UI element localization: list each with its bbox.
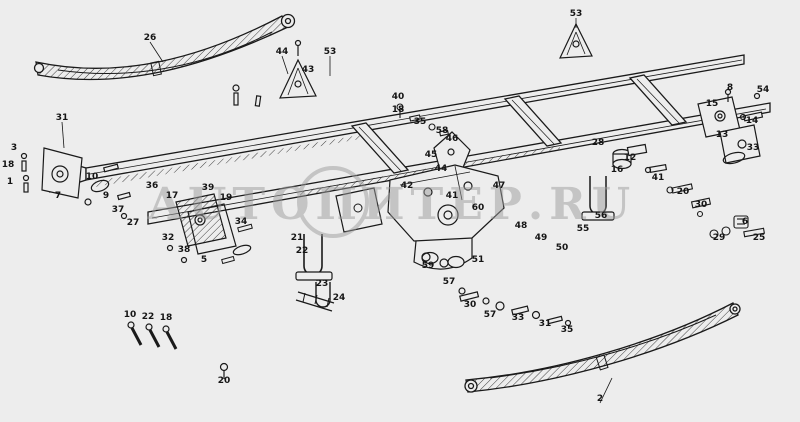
part-number: 56 [595, 211, 608, 221]
u-bolt-cluster [295, 187, 383, 312]
front-leaf-spring [33, 13, 296, 81]
part-number: 60 [472, 203, 485, 213]
part-number: 12 [624, 153, 637, 163]
part-number: 59 [422, 261, 435, 271]
rear-spring-hanger [697, 88, 764, 165]
part-number: 17 [166, 191, 179, 201]
part-number: 41 [652, 173, 665, 183]
part-number: 42 [401, 181, 414, 191]
part-number: 57 [484, 310, 497, 320]
part-number: 33 [512, 313, 525, 323]
part-number: 40 [392, 92, 405, 102]
part-number: 35 [561, 325, 574, 335]
rail-fasteners [396, 103, 449, 137]
part-number: 13 [716, 130, 729, 140]
part-number: 33 [747, 143, 760, 153]
part-number: 18 [392, 105, 405, 115]
part-number: 44 [276, 47, 289, 57]
part-number: 51 [472, 255, 485, 265]
part-number: 44 [435, 164, 448, 174]
part-number: 22 [142, 312, 155, 322]
crossmember [503, 95, 563, 147]
mounting-towers [232, 22, 593, 107]
part-number: 38 [178, 245, 191, 255]
part-number: 20 [677, 187, 690, 197]
part-number: 50 [556, 243, 569, 253]
watermark: AUTOПИТЕР.RU [147, 166, 636, 238]
part-number: 18 [160, 313, 173, 323]
part-number: 16 [611, 165, 624, 175]
part-number: 57 [443, 277, 456, 287]
callout-leader-line [599, 377, 613, 404]
part-number: 15 [706, 99, 719, 109]
part-number: 49 [535, 233, 548, 243]
part-number: 3 [11, 143, 17, 153]
part-number: 45 [425, 150, 438, 160]
part-number: 30 [695, 200, 708, 210]
part-number: 19 [220, 193, 233, 203]
callout-leader-line [61, 121, 65, 149]
part-number: 5 [201, 255, 207, 265]
part-number: 53 [324, 47, 337, 57]
spring-seat-hardware [581, 143, 668, 221]
part-number: 39 [202, 183, 215, 193]
part-number: 37 [112, 205, 125, 215]
crossmember [628, 74, 688, 126]
watermark-emblem-icon [297, 166, 369, 238]
callout-leader-line [281, 55, 289, 75]
part-number: 48 [515, 221, 528, 231]
part-number: 8 [727, 83, 733, 93]
part-number: 36 [146, 181, 159, 191]
part-number: 31 [539, 319, 552, 329]
part-number: 29 [713, 233, 726, 243]
part-number: 14 [746, 116, 759, 126]
part-number: 47 [493, 181, 506, 191]
part-number: 1 [7, 177, 13, 187]
part-number: 21 [291, 233, 304, 243]
part-number: 46 [446, 134, 459, 144]
part-number: 32 [162, 233, 175, 243]
part-number: 2 [597, 394, 603, 404]
crossmember [350, 122, 410, 174]
part-number: 34 [235, 217, 248, 227]
part-number: 7 [55, 191, 61, 201]
part-number: 9 [103, 191, 109, 201]
right-hardware [666, 183, 766, 239]
part-number: 58 [436, 126, 449, 136]
part-number: 43 [302, 65, 315, 75]
part-number: 22 [296, 246, 309, 256]
part-number: 24 [333, 293, 346, 303]
part-number: 55 [577, 224, 590, 234]
part-number: 30 [464, 300, 477, 310]
callout-leader-line [149, 41, 164, 63]
part-number: 18 [2, 160, 15, 170]
part-number: 41 [446, 191, 459, 201]
part-number: 53 [570, 9, 583, 19]
part-number: 10 [124, 310, 137, 320]
front-spring-hanger [20, 147, 132, 220]
part-number: 25 [753, 233, 766, 243]
part-number: 26 [144, 33, 157, 43]
bottom-hardware [127, 252, 572, 379]
rear-leaf-spring [464, 302, 741, 393]
left-hanger-bracket [166, 193, 253, 265]
part-number: 27 [127, 218, 140, 228]
part-number: 23 [316, 279, 329, 289]
part-number: 31 [56, 113, 69, 123]
watermark-text: AUTOПИТЕР.RU [147, 179, 636, 230]
part-number: 35 [414, 117, 427, 127]
part-number: 28 [592, 138, 605, 148]
part-number: 10 [86, 172, 99, 182]
part-number: 6 [742, 217, 748, 227]
part-number: 20 [218, 376, 231, 386]
part-number: 54 [757, 85, 770, 95]
